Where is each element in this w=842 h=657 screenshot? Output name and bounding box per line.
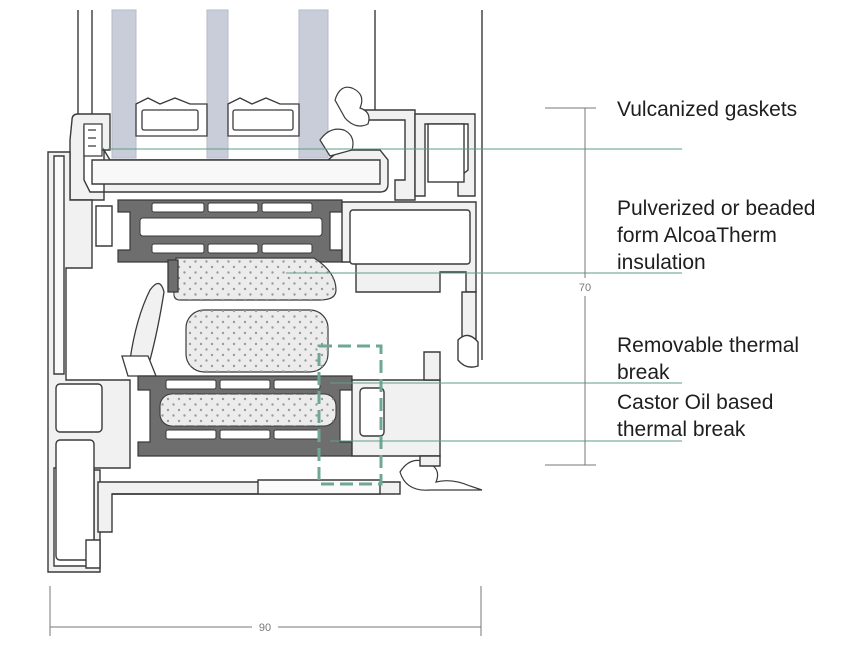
height-dimension-label: 70 <box>579 282 591 294</box>
glazing-panes <box>111 9 329 159</box>
callout-alcoatherm-insulation: Pulverized or beaded form AlcoaTherm ins… <box>617 195 815 276</box>
removable-break-highlight <box>317 344 383 486</box>
width-dimension: 90 <box>49 586 482 636</box>
lower-thermal-break <box>137 375 353 457</box>
callout-line: Castor Oil based <box>617 391 774 414</box>
alcoatherm-insulation <box>173 257 337 373</box>
callout-line: thermal break <box>617 418 746 441</box>
callout-removable-thermal-break: Removable thermal break <box>617 332 799 386</box>
callout-line: Vulcanized gaskets <box>617 98 798 121</box>
vulcanized-gaskets <box>83 86 483 491</box>
frame-lower-chamber <box>351 351 441 467</box>
callout-castor-oil-thermal-break: Castor Oil based thermal break <box>617 389 773 443</box>
glazing-spacers <box>135 97 300 137</box>
callout-line: Pulverized or beaded <box>617 197 816 220</box>
sash-profile <box>69 109 476 201</box>
sash-fin <box>121 259 179 377</box>
callout-line: insulation <box>617 251 706 274</box>
frame-right-chambers <box>341 201 479 368</box>
callout-line: form AlcoaTherm <box>617 224 777 247</box>
height-dimension: 70 <box>545 107 596 466</box>
callout-line: break <box>617 361 670 384</box>
callout-line: Removable thermal <box>617 334 800 357</box>
callout-vulcanized-gaskets: Vulcanized gaskets <box>617 96 797 123</box>
leader-lines <box>108 148 682 442</box>
width-dimension-label: 90 <box>259 622 271 634</box>
upper-thermal-break <box>117 199 343 263</box>
frame-profile <box>47 151 401 573</box>
